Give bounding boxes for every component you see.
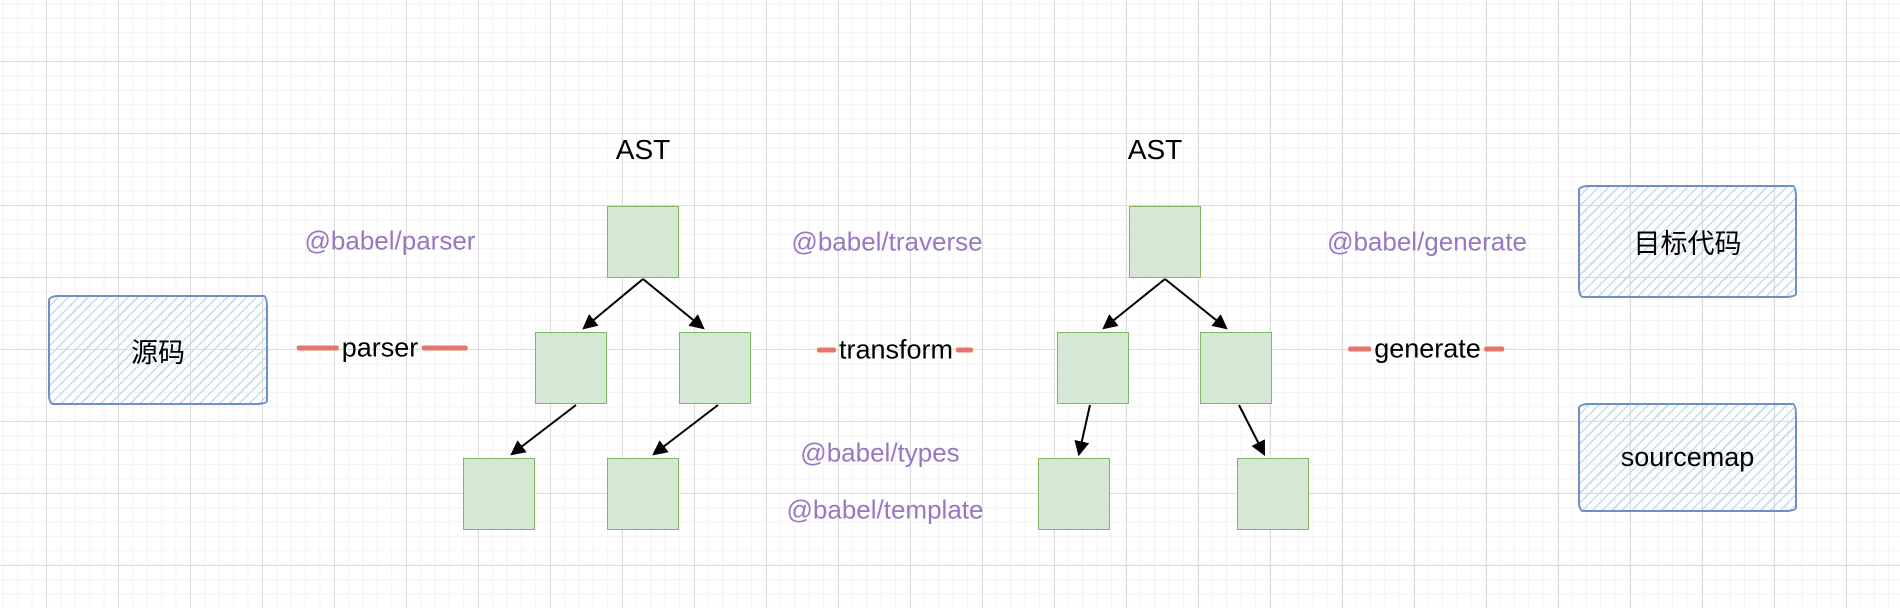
red-dash-icon [421, 345, 468, 351]
arrow-ast2-left-leaf [1074, 404, 1091, 457]
ast2-node-right-child [1200, 332, 1272, 404]
ast2-node-left-leaf [1038, 458, 1110, 530]
ast1-node-left-leaf [463, 458, 535, 530]
ast2-node-right-leaf [1237, 458, 1309, 530]
package-label-traverse: @babel/traverse [791, 226, 983, 257]
red-dash-icon [956, 347, 974, 353]
package-label-template: @babel/template [786, 494, 984, 525]
source-code-box: 源码 [48, 295, 268, 405]
package-label-parser: @babel/parser [304, 225, 476, 256]
source-code-label: 源码 [131, 337, 185, 368]
stage-transform-label: transform [838, 334, 954, 365]
red-dash-icon [1348, 346, 1372, 352]
sourcemap-label: sourcemap [1620, 442, 1755, 472]
stage-generate: generate [1348, 334, 1504, 365]
ast1-node-left-child [535, 332, 607, 404]
target-code-label: 目标代码 [1633, 229, 1742, 259]
arrow-ast1-left-leaf [510, 404, 577, 456]
ast2-node-left-child [1057, 332, 1129, 404]
arrow-ast2-root-left [1102, 278, 1166, 330]
stage-parser-label: parser [341, 332, 419, 363]
stage-generate-label: generate [1374, 333, 1481, 364]
ast2-node-root [1129, 206, 1201, 278]
arrow-ast1-right-leaf [652, 404, 719, 456]
package-label-generate: @babel/generate [1327, 226, 1527, 257]
target-code-box: 目标代码 [1578, 185, 1797, 298]
arrow-ast1-root-left [582, 278, 644, 330]
arrow-ast2-right-leaf [1238, 404, 1266, 457]
ast-title-2: AST [1127, 134, 1183, 165]
ast1-node-right-child [679, 332, 751, 404]
package-label-types: @babel/types [800, 437, 960, 468]
red-dash-icon [296, 345, 339, 351]
stage-parser: parser [296, 332, 468, 364]
ast-title-1: AST [615, 134, 671, 165]
red-dash-icon [1483, 346, 1504, 352]
arrow-ast2-root-right [1164, 278, 1228, 330]
red-dash-icon [816, 347, 836, 353]
ast1-node-root [607, 206, 679, 278]
stage-transform: transform [816, 334, 974, 366]
arrow-ast1-root-right [642, 278, 705, 330]
sourcemap-box: sourcemap [1578, 403, 1797, 512]
ast1-node-right-leaf [607, 458, 679, 530]
